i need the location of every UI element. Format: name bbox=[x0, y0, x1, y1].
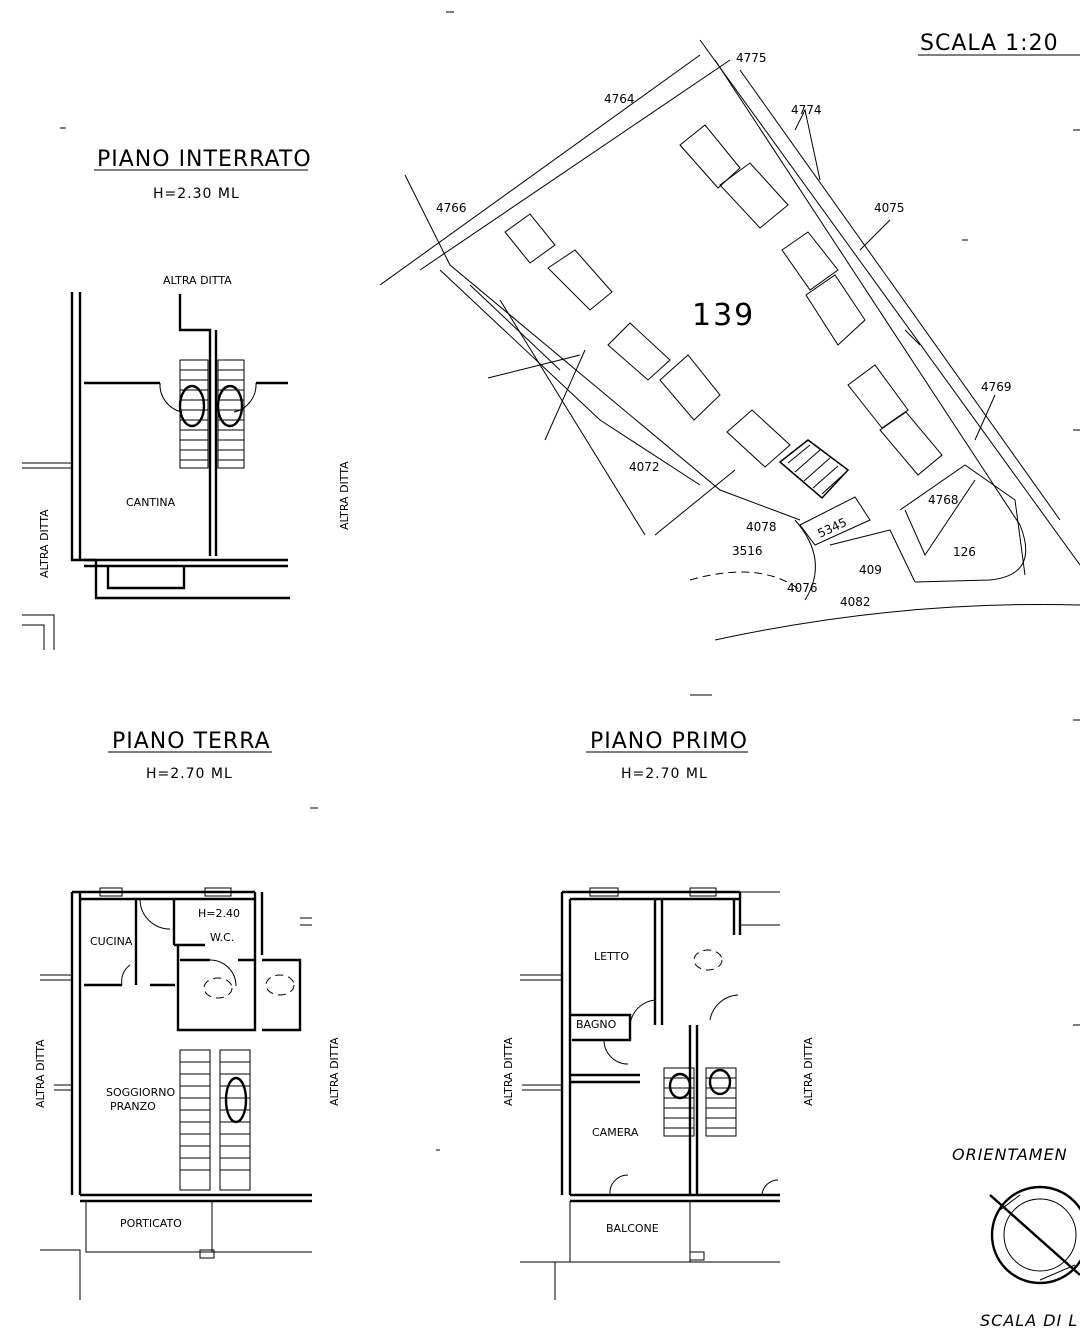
primo-title: PIANO PRIMO bbox=[590, 729, 748, 754]
terra-height: H=2.70 ML bbox=[146, 766, 233, 782]
parcel-label: 4764 bbox=[604, 92, 635, 106]
terra-room-soggiorno: SOGGIORNO bbox=[106, 1086, 175, 1099]
site-main-parcel: 139 bbox=[692, 298, 755, 333]
site-plan: 139 4775 4764 4774 4766 4075 4769 4072 4… bbox=[379, 39, 1080, 641]
terra-stairs bbox=[179, 1049, 251, 1191]
plan-interrato: PIANO INTERRATO H=2.30 ML ALTRA DITTA AL… bbox=[22, 147, 351, 650]
terra-wc-height: H=2.40 bbox=[198, 907, 240, 920]
interrato-height: H=2.30 ML bbox=[153, 186, 240, 202]
terra-room-wc: W.C. bbox=[210, 931, 234, 944]
interrato-altra-top: ALTRA DITTA bbox=[163, 274, 232, 287]
primo-room-balcone: BALCONE bbox=[606, 1222, 659, 1235]
parcel-label: 4769 bbox=[981, 380, 1012, 394]
orientation-block: ORIENTAMEN SCALA DI L bbox=[952, 1145, 1080, 1330]
terra-title: PIANO TERRA bbox=[112, 729, 271, 754]
terra-room-cucina: CUCINA bbox=[90, 935, 133, 948]
interrato-altra-left: ALTRA DITTA bbox=[38, 509, 51, 578]
interrato-altra-right: ALTRA DITTA bbox=[338, 461, 351, 530]
parcel-label: 4078 bbox=[746, 520, 777, 534]
plan-primo: PIANO PRIMO H=2.70 ML ALTRA DITTA ALTRA … bbox=[502, 729, 815, 1300]
north-arrow-icon bbox=[989, 1185, 1080, 1285]
parcel-label: 4072 bbox=[629, 460, 660, 474]
primo-stairs bbox=[663, 1067, 737, 1137]
interrato-room-cantina: CANTINA bbox=[126, 496, 176, 509]
parcel-label: 4775 bbox=[736, 51, 767, 65]
primo-room-camera: CAMERA bbox=[592, 1126, 639, 1139]
parcel-label: 126 bbox=[953, 545, 976, 559]
scale-label: SCALA 1:20 bbox=[920, 31, 1059, 56]
primo-height: H=2.70 ML bbox=[621, 766, 708, 782]
terra-altra-right: ALTRA DITTA bbox=[328, 1037, 341, 1106]
primo-altra-left: ALTRA DITTA bbox=[502, 1037, 515, 1106]
terra-altra-left: ALTRA DITTA bbox=[34, 1039, 47, 1108]
parcel-label: 4766 bbox=[436, 201, 467, 215]
terra-room-porticato: PORTICATO bbox=[120, 1217, 182, 1230]
parcel-label: 4075 bbox=[874, 201, 905, 215]
parcel-label: 3516 bbox=[732, 544, 763, 558]
orientation-label: ORIENTAMEN bbox=[952, 1145, 1068, 1164]
interrato-title: PIANO INTERRATO bbox=[97, 147, 312, 172]
site-buildings bbox=[504, 124, 943, 500]
primo-room-letto: LETTO bbox=[594, 950, 629, 963]
primo-room-bagno: BAGNO bbox=[576, 1018, 617, 1031]
primo-altra-right: ALTRA DITTA bbox=[802, 1037, 815, 1106]
terra-room-pranzo: PRANZO bbox=[110, 1100, 156, 1113]
parcel-label: 409 bbox=[859, 563, 882, 577]
parcel-label: 4082 bbox=[840, 595, 871, 609]
parcel-label: 4076 bbox=[787, 581, 818, 595]
parcel-label: 4774 bbox=[791, 103, 822, 117]
interrato-stairs bbox=[178, 359, 245, 469]
bottom-scale-label: SCALA DI L bbox=[980, 1311, 1078, 1330]
parcel-label: 4768 bbox=[928, 493, 959, 507]
plan-terra: PIANO TERRA H=2.70 ML ALTRA DITTA ALTRA … bbox=[34, 729, 341, 1300]
